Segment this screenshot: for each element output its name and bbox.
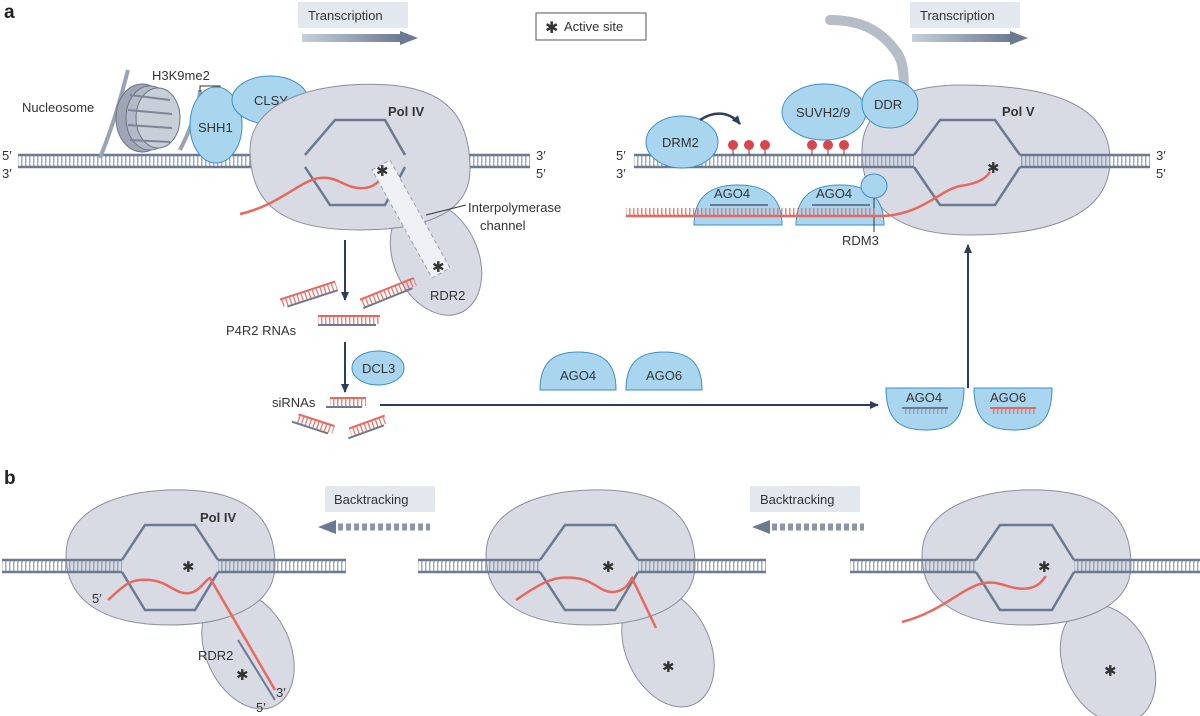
dna-methyl-marks [728,140,849,155]
transcription-label: Transcription [308,8,383,23]
strand-end: 5′ [2,148,12,163]
pol-iv-b-label: Pol IV [200,510,236,525]
active-site-icon: ✱ [1038,559,1051,576]
pol-iv-backtrack-stage-1: ✱ ✱ [2,489,346,710]
strand-end: 5′ [1156,166,1166,181]
transcription-arrow-left: Transcription [298,2,418,45]
dcl3-protein [351,350,405,386]
interpolymerase-channel [371,159,451,279]
panel-label-a: a [4,2,15,23]
rdr2-b-label: RDR2 [198,648,233,663]
ago4-dna-label: AGO4 [714,186,750,201]
pol-iv-enzyme [249,83,471,231]
dcl3-label: DCL3 [362,361,395,376]
channel-label: channel [480,218,526,233]
ago6-loaded: AGO6 [973,387,1053,431]
p4r2-label: P4R2 RNAs [226,323,297,338]
active-site-icon: ✱ [545,20,558,37]
ago4-free [539,351,617,391]
interpolymerase-label: Interpolymerase [468,200,561,215]
ago6-free-label: AGO6 [646,368,682,383]
active-site-icon: ✱ [662,659,675,676]
ddr-protein [861,79,919,129]
nucleosome-label: Nucleosome [22,100,94,115]
rdr2-label: RDR2 [430,288,465,303]
pol-iv-backtrack-stage-3: ✱ ✱ [850,489,1200,716]
shh1-label: SHH1 [198,120,233,135]
strand-end: 3′ [276,685,286,700]
pol-v-label: Pol V [1002,104,1035,119]
strand-end: 3′ [536,148,546,163]
transcription-label: Transcription [920,8,995,23]
backtracking-label: Backtracking [334,492,408,507]
shh1-protein [189,86,243,164]
ago4-dna-label: AGO4 [816,186,852,201]
strand-end: 3′ [1156,148,1166,163]
transcription-arrow-right: Transcription [910,2,1028,45]
active-site-icon: ✱ [182,559,195,576]
p4r2-rnas [279,277,417,326]
legend-label: Active site [564,19,623,34]
strand-end: 3′ [2,166,12,181]
suvh-label: SUVH2/9 [796,105,850,120]
methylation-arrow [699,112,741,125]
nucleosome [98,69,202,159]
backtracking-label: Backtracking [760,492,834,507]
active-site-icon: ✱ [602,559,615,576]
rdm3-label: RDM3 [842,233,879,248]
pol-iv-backtrack-stage-2: ✱ ✱ [418,489,766,708]
ago4-free-label: AGO4 [560,368,596,383]
drm2-label: DRM2 [662,135,699,150]
sirnas-label: siRNAs [272,395,316,410]
pol-iv-label: Pol IV [388,104,424,119]
active-site-icon: ✱ [432,259,445,276]
strand-end: 5′ [536,166,546,181]
active-site-icon: ✱ [236,667,249,684]
h3k9me2-label: H3K9me2 [152,68,210,83]
strand-end: 5′ [256,700,266,715]
legend-active-site: ✱ Active site [535,12,647,41]
sirnas [291,397,388,440]
active-site-icon: ✱ [376,163,389,180]
ago4-loaded-label: AGO4 [906,390,942,405]
active-site-icon: ✱ [987,160,1000,177]
strand-end: 5′ [92,591,102,606]
rdm3-protein [860,173,888,199]
ago6-loaded-label: AGO6 [990,390,1026,405]
backtracking-arrow-1: Backtracking [318,486,435,534]
ago4-loaded: AGO4 [885,387,965,431]
ddr-label: DDR [874,97,902,112]
panel-label-b: b [4,468,16,489]
pol-v-transcript [626,171,992,218]
drm2-protein [645,115,719,169]
ago6-free [625,351,703,391]
strand-end: 3′ [616,166,626,181]
backtracking-arrow-2: Backtracking [750,486,864,534]
strand-end: 5′ [616,148,626,163]
active-site-icon: ✱ [1104,663,1117,680]
